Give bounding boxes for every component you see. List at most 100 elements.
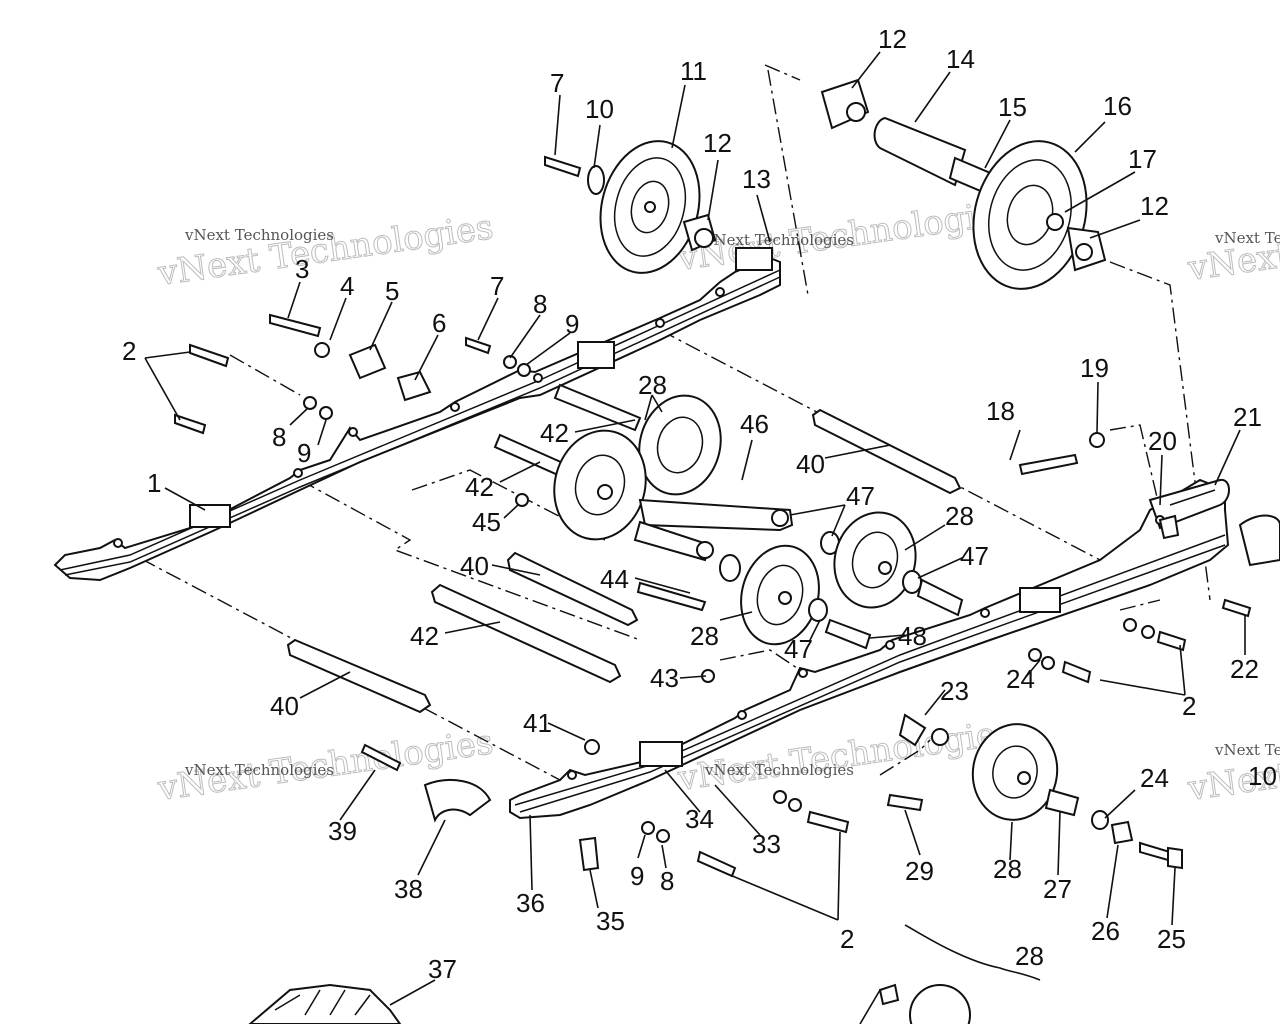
- callout-labels: 1 2 2 2 3 4 5 6 7 7 8 8 8 9 9 9 10 10 11…: [122, 24, 1277, 984]
- callout-12: 12: [878, 24, 907, 54]
- cross-shafts: [286, 408, 962, 714]
- callout-28: 28: [945, 501, 974, 531]
- bogie-frame-46: [638, 498, 794, 532]
- callout-35: 35: [596, 906, 625, 936]
- rail-left: [53, 247, 781, 582]
- idler-wheel-upper-left: [544, 140, 717, 274]
- callout-10: 10: [1248, 761, 1277, 791]
- shaft-42-lower: [430, 583, 622, 684]
- callout-29: 29: [905, 856, 934, 886]
- callout-12: 12: [1140, 191, 1169, 221]
- callout-24: 24: [1006, 664, 1035, 694]
- shaft-40-mid: [506, 551, 639, 627]
- callout-5: 5: [385, 276, 399, 306]
- watermark-text: vNext Technologies: [1214, 741, 1280, 759]
- callout-42: 42: [465, 472, 494, 502]
- callout-21: 21: [1233, 402, 1262, 432]
- spacer-48: [916, 578, 964, 617]
- callout-20: 20: [1148, 426, 1177, 456]
- callout-46: 46: [740, 409, 769, 439]
- callout-2: 2: [1182, 691, 1196, 721]
- callout-22: 22: [1230, 654, 1259, 684]
- watermark-text: vNext Technologies: [704, 761, 854, 779]
- callout-9: 9: [565, 309, 579, 339]
- callout-27: 27: [1043, 874, 1072, 904]
- callout-40: 40: [460, 551, 489, 581]
- callout-28: 28: [690, 621, 719, 651]
- rail-slot: [735, 247, 773, 271]
- callout-34: 34: [685, 804, 714, 834]
- callout-14: 14: [946, 44, 975, 74]
- watermark-text: vNext Technologies: [1214, 229, 1280, 247]
- callout-45: 45: [472, 507, 501, 537]
- watermark-text: vNext Technologies: [184, 761, 334, 779]
- callout-47: 47: [960, 541, 989, 571]
- callout-41: 41: [523, 708, 552, 738]
- watermark-text: vNext Technologies: [704, 231, 854, 249]
- callout-42: 42: [540, 418, 569, 448]
- callout-8: 8: [660, 866, 674, 896]
- callout-44: 44: [600, 564, 629, 594]
- rail-clip: [189, 504, 231, 528]
- track-segment: [248, 983, 402, 1024]
- rail-clip: [639, 741, 683, 767]
- callout-19: 19: [1080, 353, 1109, 383]
- callout-40: 40: [270, 691, 299, 721]
- callout-42: 42: [410, 621, 439, 651]
- callout-36: 36: [516, 888, 545, 918]
- callout-28: 28: [1015, 941, 1044, 971]
- callout-17: 17: [1128, 144, 1157, 174]
- callout-12: 12: [703, 128, 732, 158]
- callout-7: 7: [550, 68, 564, 98]
- callout-15: 15: [998, 92, 1027, 122]
- callout-47: 47: [784, 634, 813, 664]
- callout-8: 8: [272, 422, 286, 452]
- callout-3: 3: [295, 254, 309, 284]
- wheel-28-lower: [971, 723, 1183, 870]
- callout-33: 33: [752, 829, 781, 859]
- callout-40: 40: [796, 449, 825, 479]
- rail-clip: [577, 341, 615, 369]
- callout-8: 8: [533, 289, 547, 319]
- callout-4: 4: [340, 271, 354, 301]
- callout-2: 2: [840, 924, 854, 954]
- callout-18: 18: [986, 396, 1015, 426]
- callout-9: 9: [630, 861, 644, 891]
- callout-6: 6: [432, 308, 446, 338]
- callout-11: 11: [680, 56, 707, 86]
- idler-wheel-upper-right: [873, 116, 1107, 290]
- rail-right: [509, 478, 1230, 820]
- watermark-text: vNext Technologies: [184, 226, 334, 244]
- callout-26: 26: [1091, 916, 1120, 946]
- callout-24: 24: [1140, 763, 1169, 793]
- callout-28: 28: [638, 370, 667, 400]
- spacer-27: [1044, 788, 1080, 817]
- callout-16: 16: [1103, 91, 1132, 121]
- shield-38: [423, 779, 492, 823]
- callout-28: 28: [993, 854, 1022, 884]
- fasteners: [174, 313, 1280, 1024]
- callout-9: 9: [297, 438, 311, 468]
- watermark-text: vNext Technologies: [155, 207, 496, 294]
- rail-clip: [1019, 587, 1061, 613]
- callout-39: 39: [328, 816, 357, 846]
- shaft-40-upper: [811, 408, 962, 495]
- callout-37: 37: [428, 954, 457, 984]
- axle-42-upper: [553, 383, 642, 432]
- callout-48: 48: [898, 621, 927, 651]
- axle-14: [873, 116, 967, 187]
- callout-43: 43: [650, 663, 679, 693]
- callout-25: 25: [1157, 924, 1186, 954]
- callout-1: 1: [147, 468, 161, 498]
- bogie-wheel-assembly: [493, 383, 964, 650]
- callout-2: 2: [122, 336, 136, 366]
- callout-13: 13: [742, 164, 771, 194]
- bearing-12-edge: [1238, 514, 1280, 567]
- callout-38: 38: [394, 874, 423, 904]
- shaft-40-lower: [286, 638, 432, 714]
- callout-23: 23: [940, 676, 969, 706]
- leader-lines: [144, 51, 1246, 1024]
- callout-10: 10: [585, 94, 614, 124]
